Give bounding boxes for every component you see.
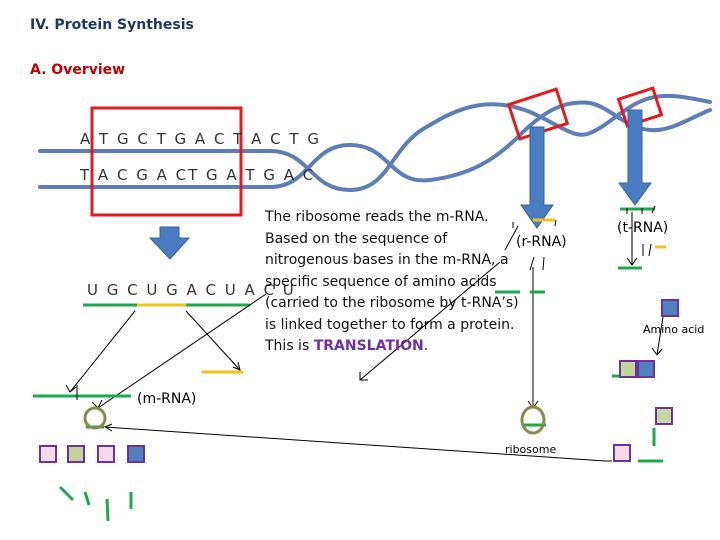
dna-helix	[38, 93, 712, 193]
scattered-trna-fragments	[58, 485, 133, 522]
trna-ticks	[76, 205, 656, 400]
helix-strand-bottom	[38, 100, 712, 189]
amino-acid-blocks	[39, 299, 679, 463]
down-arrow-helix-2	[618, 109, 652, 206]
ribosome-left	[83, 406, 107, 430]
small-arrowheads	[65, 257, 663, 432]
translation-term: TRANSLATION	[313, 338, 424, 354]
unwound-highlight-box-2	[616, 86, 664, 128]
explanation-end: .	[423, 338, 429, 354]
rrna-label: (r-RNA)	[516, 234, 567, 250]
dna-strand-bottom-sequence: T A C G A CT G A T G A C	[80, 166, 316, 184]
dna-highlight-box	[90, 106, 243, 217]
section-title: IV. Protein Synthesis	[30, 17, 194, 33]
down-arrow-helix-1	[520, 126, 554, 229]
down-arrow-transcription	[148, 226, 191, 260]
ribosome-label: ribosome	[505, 443, 557, 456]
mrna-label: (m-RNA)	[137, 391, 197, 407]
translation-explanation: The ribosome reads the m-RNA. Based on t…	[265, 207, 525, 358]
helix-strand-top	[38, 93, 712, 193]
explanation-text: The ribosome reads the m-RNA. Based on t…	[265, 209, 519, 354]
ribosome-right	[520, 405, 546, 435]
dna-strand-top-sequence: A T G C T G A C T A C T G	[80, 130, 321, 148]
trna-label: (t-RNA)	[617, 220, 669, 236]
subsection-title: A. Overview	[30, 62, 126, 78]
mrna-sequence: U G C U G A C U A C U	[87, 281, 296, 299]
amino-acid-label: Amino acid	[643, 323, 705, 336]
